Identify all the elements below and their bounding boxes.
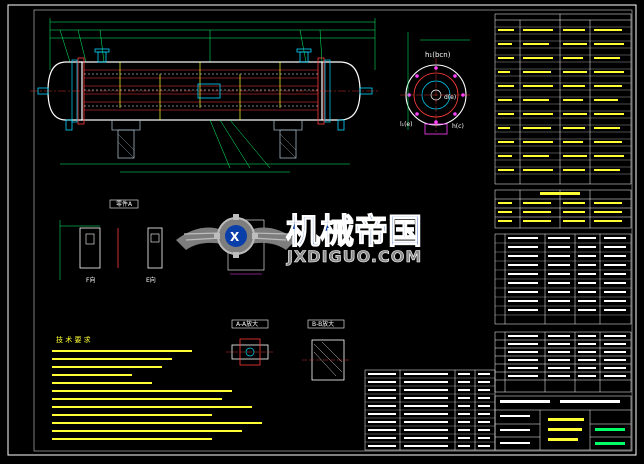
watermark-en-text: JXDIGUO.COM [286,247,422,266]
section-title-2: B-B放大 [312,320,334,328]
side-view-label-left: l₁(e) [400,121,412,128]
notes-heading: 技 术 要 求 [56,335,91,344]
svg-text:X: X [230,230,240,244]
section-title-1: A-A放大 [236,320,258,328]
flange-detail-a: A-A放大 [226,319,274,366]
bom-table-right [494,331,632,393]
drawing-border [7,4,637,456]
title-block-filler [500,400,625,445]
watermark-cn-text: 机械帝国 [286,212,422,252]
flange-detail-b: B-B放大 [302,319,350,381]
design-data-table [494,13,632,185]
detail-title-1: 零件A [116,200,133,208]
nozzle-table-filler [498,192,622,222]
side-view-label-top: h₁(bcn) [425,51,451,59]
main-vessel-front-view [30,18,380,173]
bom-bottom-filler [368,373,490,447]
detail-label-e: E向 [146,276,156,284]
technical-notes: 技 术 要 求 [52,335,262,440]
vessel-side-view: h₁(bcn) d(e) l₁(e) h(c) [400,32,472,135]
design-data-filler [498,29,624,171]
bom-table-right-filler [508,335,626,377]
parts-list-rows [495,242,631,316]
jxdiguo-watermark: X 机械帝国 JXDIGUO.COM [176,211,423,266]
detail-label-f: F向 [86,276,95,284]
design-data-rows [495,26,631,175]
side-view-label-right: d(e) [444,94,456,101]
side-view-label-bottom: h(c) [452,123,464,130]
parts-list-filler [508,237,626,311]
bom-bottom-rows [365,377,495,443]
nozzle-table [494,189,632,229]
inner-border [33,9,633,452]
title-block [494,395,632,451]
